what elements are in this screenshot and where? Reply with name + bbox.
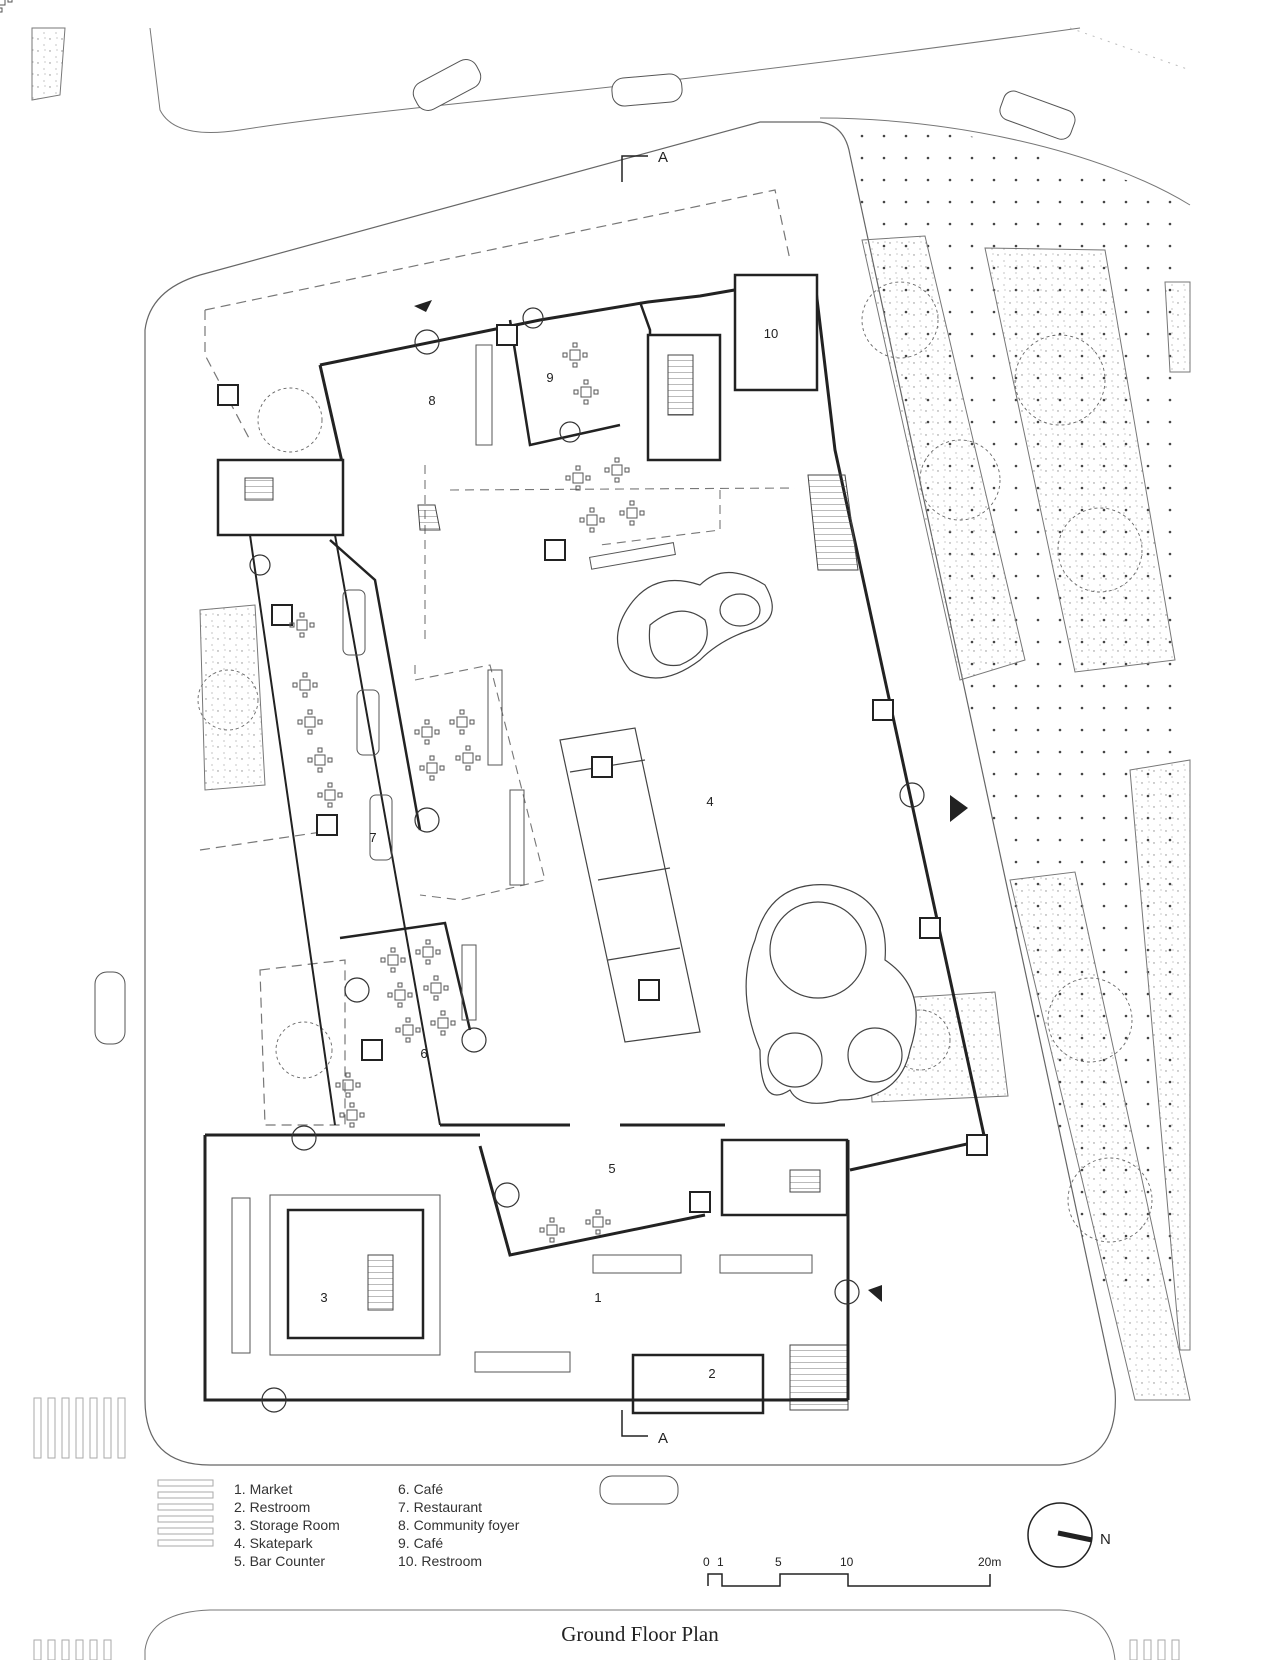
section-markers [621, 155, 648, 1437]
scale-tick-10: 10 [840, 1555, 854, 1569]
room-number-1: 1 [594, 1290, 601, 1305]
skate-bowls [617, 572, 917, 1104]
top-pavement [149, 27, 1081, 133]
room-number-5: 5 [608, 1161, 615, 1176]
canopy-outline [204, 189, 791, 441]
room-number-2: 2 [708, 1366, 715, 1381]
room-number-8: 8 [428, 393, 435, 408]
room-number-9: 9 [546, 370, 553, 385]
market-walls [203, 1133, 850, 1402]
columns [217, 324, 988, 1213]
north-arrow [1027, 1502, 1093, 1568]
tree-canopies [197, 281, 1153, 1243]
scale-tick-0: 0 [703, 1555, 710, 1569]
room-number-4: 4 [706, 794, 713, 809]
legend-item: 4. Skatepark [234, 1535, 313, 1551]
plan-title: Ground Floor Plan [561, 1622, 719, 1646]
legend-item: 10. Restroom [398, 1553, 483, 1569]
market-fixtures [231, 1194, 813, 1373]
room-number-6: 6 [420, 1046, 427, 1061]
room-number-10: 10 [764, 326, 778, 341]
legend-item: 5. Bar Counter [234, 1553, 326, 1569]
legend-item: 3. Storage Room [234, 1517, 340, 1533]
stairs [244, 354, 859, 1411]
building-walls [249, 281, 987, 1257]
legend-item: 8. Community foyer [398, 1517, 520, 1533]
legend-item: 2. Restroom [234, 1499, 311, 1515]
section-label-bottom: A [658, 1430, 668, 1447]
legend-column-2: 6. Café 7. Restaurant 8. Community foyer… [398, 1480, 519, 1570]
doors [249, 307, 925, 1413]
entrance-arrows [414, 300, 968, 1302]
furniture [0, 0, 676, 1243]
crosswalks [33, 1397, 1180, 1660]
central-ramp [559, 727, 701, 1043]
legend-item: 7. Restaurant [398, 1499, 483, 1515]
section-label-top: A [658, 149, 668, 166]
room-number-3: 3 [320, 1290, 327, 1305]
scale-tick-20m: 20m [978, 1555, 1001, 1569]
legend-item: 9. Café [398, 1535, 444, 1551]
scale-tick-5: 5 [775, 1555, 782, 1569]
legend-item: 1. Market [234, 1481, 293, 1497]
legend-column-1: 1. Market 2. Restroom 3. Storage Room 4.… [234, 1480, 340, 1570]
bottom-road [144, 1609, 1116, 1660]
north-label: N [1100, 1531, 1111, 1548]
legend-item: 6. Café [398, 1481, 444, 1497]
scale-tick-1: 1 [717, 1555, 724, 1569]
cars [94, 59, 1076, 1505]
room-number-7: 7 [369, 830, 376, 845]
scale-bar [707, 1573, 991, 1587]
